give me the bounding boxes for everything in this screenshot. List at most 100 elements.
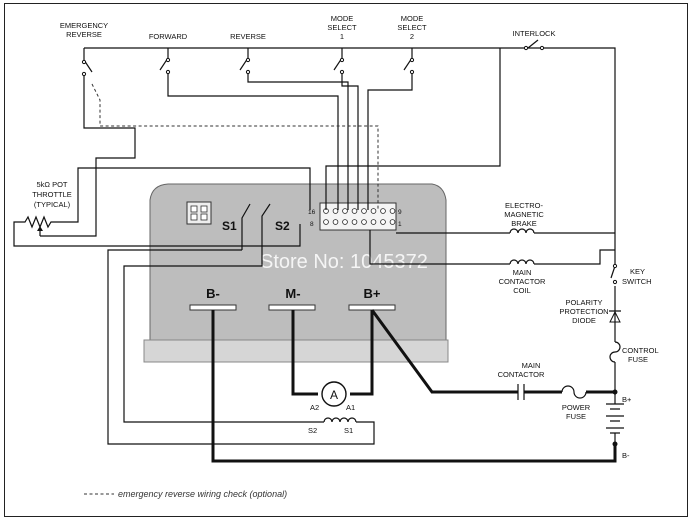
s2-label: S2 [275, 219, 290, 233]
switch-contact [339, 57, 345, 63]
connector-pin [342, 219, 348, 225]
coil-return-wire [534, 249, 615, 265]
coil-label-1: MAIN [513, 268, 532, 277]
emergency-reverse-check-wire [91, 83, 379, 210]
connector-pins [323, 208, 396, 225]
switch-contact [409, 57, 415, 63]
bminus-label: B- [622, 451, 630, 460]
battery [606, 403, 624, 434]
bplus-power-wire [370, 309, 518, 394]
diagram-frame [4, 3, 688, 517]
brake-label-2: MAGNETIC [504, 210, 544, 219]
motor-armature-label: A [330, 388, 338, 402]
bplus-label: B+ [622, 395, 632, 404]
contactor-label-1: MAIN [522, 361, 541, 370]
coil-label-2: CONTACTOR [499, 277, 546, 286]
key-switch [610, 265, 616, 279]
connector-pin [380, 208, 386, 214]
emergency-reverse-wire [62, 78, 136, 237]
pin8-label: 8 [310, 221, 314, 228]
diode-bar [609, 308, 621, 324]
contactor-label-2: CONTACTOR [498, 370, 545, 379]
main-contactor [517, 384, 525, 400]
key-switch-label-2: SWITCH [622, 277, 652, 286]
watermark: Store No: 1045372 [260, 251, 428, 273]
term-bplus-label: B+ [364, 286, 381, 301]
throttle-label-2: THROTTLE [32, 190, 72, 199]
switch-contact [165, 57, 171, 63]
switch-contact [81, 59, 87, 65]
coil-wire [369, 230, 510, 265]
switch-contact [612, 263, 618, 269]
connector-pin [361, 219, 367, 225]
key-switch-gap [608, 264, 622, 286]
aux-pin [190, 213, 198, 221]
connector-pin [380, 219, 386, 225]
control-fuse-label-2: FUSE [628, 355, 648, 364]
switch-contact [523, 45, 529, 51]
throttle-wiper-arrow [37, 226, 43, 231]
interlock-label: INTERLOCK [513, 29, 556, 38]
interlock-wire [325, 48, 501, 210]
aux-pin [200, 213, 208, 221]
connector-pin [370, 208, 377, 214]
pin1-label: 1 [398, 221, 402, 228]
connector-pin [389, 208, 396, 214]
brake-label-1: ELECTRO- [505, 201, 543, 210]
switch-contact [612, 279, 618, 285]
mode-select-1-label-1: MODE [331, 14, 354, 23]
term-bminus-label: B- [206, 286, 220, 301]
s1-switch [241, 203, 251, 250]
aux-pin [200, 205, 208, 213]
aux-pin [190, 205, 198, 213]
control-fuse-label-1: CONTROL [622, 346, 659, 355]
power-fuse [561, 385, 587, 399]
legend-text: emergency reverse wiring check (optional… [118, 489, 287, 499]
pin9-label: 9 [398, 209, 402, 216]
switch-contact [539, 45, 545, 51]
mode-select-1-label-3: 1 [340, 32, 344, 41]
diode-label-1: POLARITY [565, 298, 602, 307]
connector-pin [351, 219, 358, 225]
switch-contact [245, 69, 251, 75]
forward-label: FORWARD [149, 32, 188, 41]
connector-pin [370, 219, 377, 225]
term-bplus [348, 304, 396, 311]
s2-field-label: S2 [308, 426, 317, 435]
s2-switch [261, 203, 271, 250]
s1-field-wire [107, 249, 375, 445]
switch-contact [339, 69, 345, 75]
switch-contact [81, 71, 87, 77]
switch-contact [245, 57, 251, 63]
s1-field-label: S1 [344, 426, 353, 435]
throttle-pot-resistor [18, 215, 62, 229]
bminus-return-wire [211, 310, 617, 463]
s2-field-wire [123, 250, 324, 423]
aux-connector [186, 201, 212, 225]
key-switch-label-1: KEY [630, 267, 645, 276]
control-fuse [609, 341, 621, 363]
interlock-switch [527, 39, 539, 49]
mode-select-2-label-3: 2 [410, 32, 414, 41]
mode-select-1-label-2: SELECT [327, 23, 357, 32]
mminus-wire [291, 310, 318, 396]
mode-select-2-label-2: SELECT [397, 23, 427, 32]
diode-label-3: DIODE [572, 316, 596, 325]
connector-pin [323, 219, 329, 225]
s1-label: S1 [222, 219, 237, 233]
switch-contact [409, 69, 415, 75]
a1-label: A1 [346, 403, 355, 412]
motor-armature [321, 381, 347, 407]
switch-contact [165, 69, 171, 75]
mode-select-2-label-1: MODE [401, 14, 424, 23]
power-fuse-label-2: FUSE [566, 412, 586, 421]
connector-pin [332, 208, 339, 214]
connector-pin [361, 208, 367, 214]
a2-label: A2 [310, 403, 319, 412]
term-mminus-label: M- [285, 286, 300, 301]
connector-pin [389, 219, 396, 225]
field-winding [323, 417, 357, 423]
throttle-label-1: 5kΩ POT [36, 180, 67, 189]
